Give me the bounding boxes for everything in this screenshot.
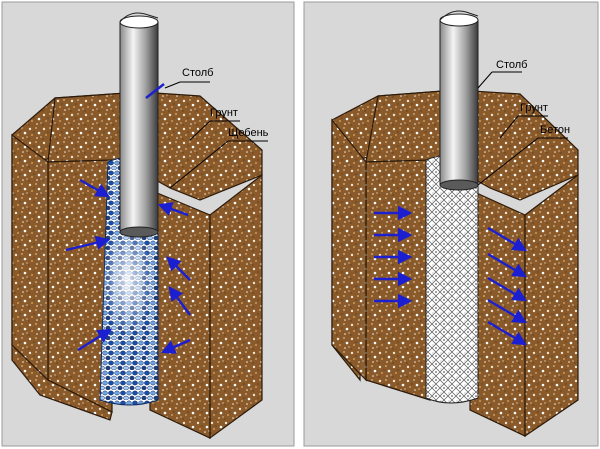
label-soil-left: Грунт [210,107,238,119]
label-post-left: Столб [182,67,213,79]
label-soil-right: Грунт [520,102,548,114]
concrete-fill [425,154,479,404]
label-post-right: Столб [496,59,527,71]
panel-right: Столб Грунт Бетон [303,1,599,447]
label-fill-left: Щебень [228,127,269,139]
leader-lines-right [477,71,568,186]
leader-lines-left [164,81,268,189]
panel-left: Столб Грунт Щебень [1,1,295,447]
label-fill-right: Бетон [540,124,570,136]
post-left [119,12,159,238]
pressure-arrows-right [374,205,528,346]
post-right [439,10,479,191]
pressure-arrows-left [65,83,191,354]
